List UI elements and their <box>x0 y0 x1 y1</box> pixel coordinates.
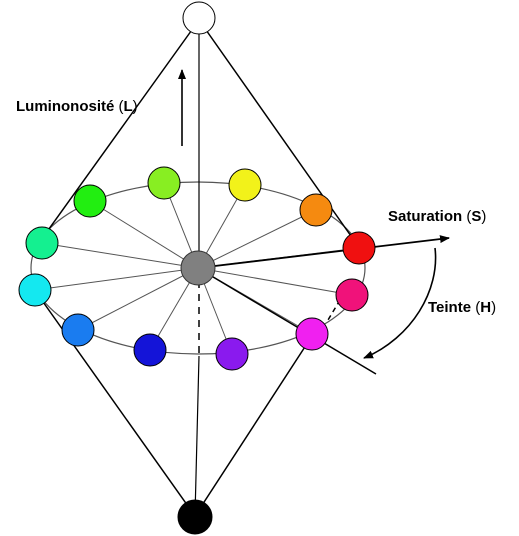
hue-node-green <box>73 184 107 218</box>
hue-node-rose <box>335 278 369 312</box>
white-pole-node <box>182 1 216 35</box>
saturation-arrow <box>197 235 450 269</box>
hue-node-magenta <box>295 317 329 351</box>
cone-edge-upper-right <box>198 19 359 247</box>
hue-node-cyan <box>18 273 52 307</box>
hue-node-yellow-green <box>147 166 181 200</box>
saturation-label-name: Saturation <box>388 208 463 225</box>
black-pole-node <box>177 499 213 535</box>
hue-node-red <box>342 231 376 265</box>
spoke-spring-green <box>41 242 199 269</box>
luminosity-label-symbol: L <box>123 98 133 115</box>
cone-edge-lower-left <box>35 291 196 517</box>
saturation-label: Saturation (S) <box>388 208 487 225</box>
center-gray-node <box>180 250 216 286</box>
luminosity-label: Luminonosité (L) <box>16 98 138 115</box>
spoke-orange <box>197 209 317 269</box>
hue-node-azure <box>61 313 95 347</box>
hue-reference-line <box>197 267 377 375</box>
saturation-label-symbol: S <box>471 208 482 225</box>
hue-ring <box>30 181 366 355</box>
hue-node-spring-green <box>25 226 59 260</box>
luminosity-label-name: Luminonosité <box>16 98 115 115</box>
cone-edge-lower-right <box>194 335 313 517</box>
hue-node-violet <box>215 337 249 371</box>
spoke-green <box>89 200 199 269</box>
hue-node-orange <box>299 193 333 227</box>
spoke-azure <box>77 267 199 331</box>
hue-label-symbol: H <box>480 299 492 316</box>
vertical-axis-lower <box>194 355 200 517</box>
cone-edge-upper-left <box>40 19 200 241</box>
hue-label: Teinte (H) <box>428 299 497 316</box>
hue-label-name: Teinte <box>428 299 472 316</box>
spoke-cyan <box>34 267 199 291</box>
spoke-rose <box>197 267 353 296</box>
hue-node-yellow <box>228 168 262 202</box>
hue-arrow <box>363 247 437 359</box>
hue-node-blue <box>133 333 167 367</box>
